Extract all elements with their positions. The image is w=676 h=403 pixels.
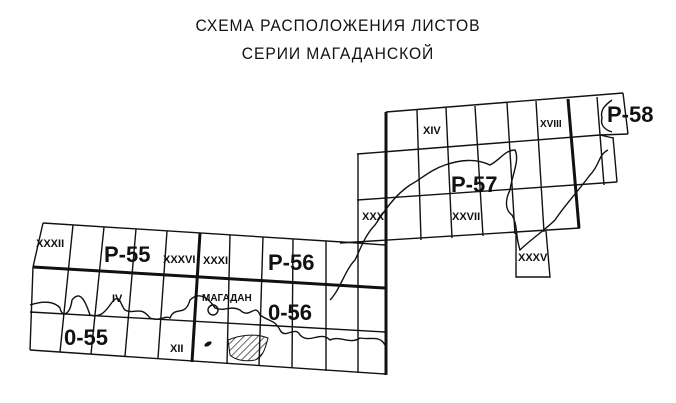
label-p55: P-55 [104,242,150,267]
island [204,341,212,347]
label-p58: P-58 [607,102,653,127]
label-p56: P-56 [268,250,314,275]
coastline [29,99,613,347]
label-magadan: МАГАДАН [202,293,252,304]
left-block-grid [29,154,386,375]
label-xiv: XIV [423,125,441,137]
label-xxx: XXX [362,211,385,223]
right-block-grid [339,92,629,375]
label-iv: IV [112,293,123,305]
label-xxxv: XXXV [518,252,548,264]
label-xviii: XVIII [540,119,562,130]
label-o56: 0-56 [268,300,312,325]
hatched-area [227,334,269,362]
label-p57: P-57 [451,172,497,197]
title-line-2: СЕРИИ МАГАДАНСКОЙ [241,44,435,63]
label-xxxvi: XXXVI [163,254,195,266]
title-line-1: СХЕМА РАСПОЛОЖЕНИЯ ЛИСТОВ [195,16,481,35]
label-xxxii: XXXII [36,238,64,250]
label-xxxi: XXXI [203,255,228,267]
label-o55: 0-55 [64,325,108,350]
label-xxvii: XXVII [452,211,480,223]
magadan-city-marker [207,304,219,316]
label-xii: XII [170,343,183,355]
